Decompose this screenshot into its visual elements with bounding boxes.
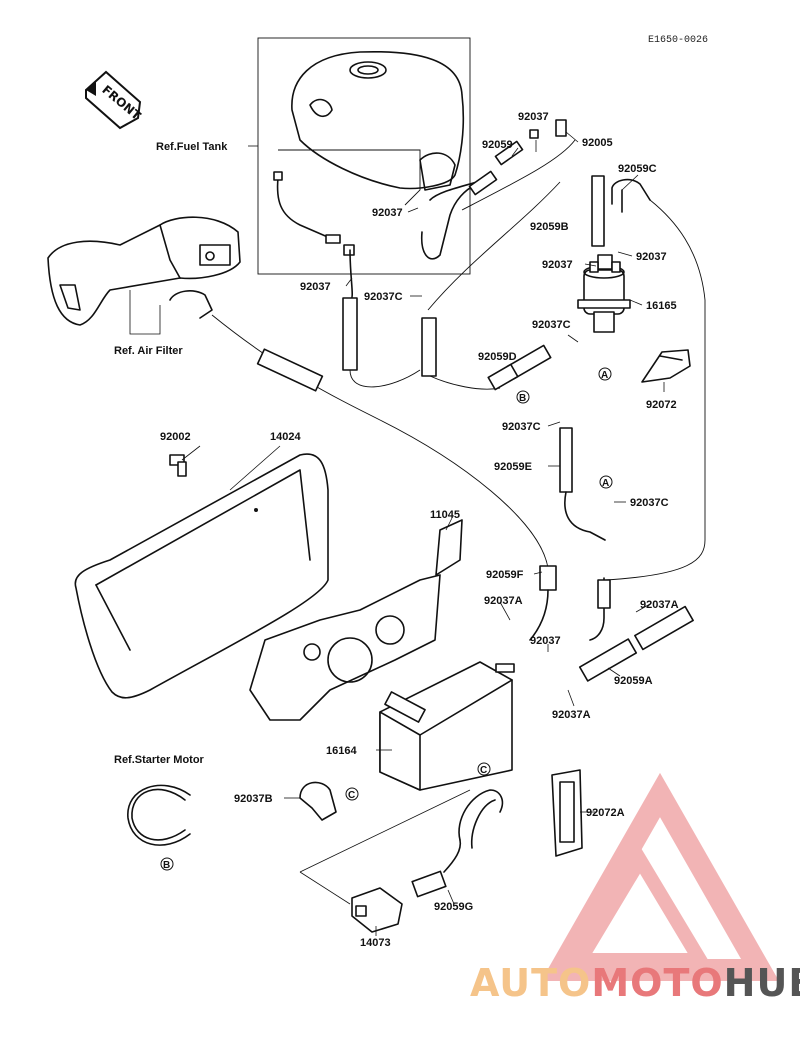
part-label: 92037C — [532, 319, 571, 331]
part-label: 92072A — [586, 807, 625, 819]
part-label: 16164 — [326, 745, 357, 757]
svg-text:AUTOMOTOHUB: AUTOMOTOHUB — [470, 961, 800, 1005]
part-label: 92037 — [372, 207, 403, 219]
air-filter-group — [47, 216, 241, 326]
callout-b: B — [163, 860, 170, 871]
starter-motor-ring — [127, 784, 191, 846]
part-label: 92059G — [434, 901, 473, 913]
connector-14073 — [351, 887, 403, 933]
bolt-92002 — [169, 454, 187, 477]
hose-lines — [211, 119, 706, 581]
hose-92059F — [529, 565, 611, 641]
watermark-wordmark: AUTOMOTOHUB — [470, 961, 800, 1005]
ref-air-filter-label: Ref. Air Filter — [114, 345, 183, 357]
ref-starter-motor-label: Ref.Starter Motor — [114, 754, 205, 766]
watermark-hub: HUB — [724, 961, 800, 1005]
hose-92059G — [411, 789, 504, 898]
watermark-moto: MOTO — [591, 961, 723, 1005]
part-label: 92072 — [646, 399, 677, 411]
bracket-11045 — [249, 519, 463, 721]
leader-lines — [181, 131, 665, 936]
part-label: 16165 — [646, 300, 677, 312]
watermark-logo — [541, 772, 779, 981]
part-label: 92037C — [630, 497, 669, 509]
part-label: 14073 — [360, 937, 391, 949]
tube-92059E — [559, 427, 606, 541]
part-label: 92002 — [160, 431, 191, 443]
ref-fuel-tank-label: Ref.Fuel Tank — [156, 141, 228, 153]
hose-92059A — [578, 605, 694, 682]
clamp-92072 — [641, 349, 691, 383]
watermark-auto: AUTO — [470, 961, 591, 1005]
part-label: 92059B — [530, 221, 569, 233]
part-label: 92037 — [542, 259, 573, 271]
part-label: 92059C — [618, 163, 657, 175]
part-label: 92037 — [636, 251, 667, 263]
part-label: 14024 — [270, 431, 301, 443]
callout-b: B — [519, 393, 526, 404]
part-label: 92059D — [478, 351, 517, 363]
front-arrow-icon: FRONT — [85, 70, 144, 130]
callout-c: C — [348, 790, 355, 801]
part-label: 92059E — [494, 461, 532, 473]
clamp-92037B — [299, 781, 337, 821]
callout-c: C — [480, 765, 487, 776]
part-label: 92059F — [486, 569, 524, 581]
part-label: 92037 — [530, 635, 561, 647]
housing-14024 — [74, 453, 329, 699]
callout-a: A — [601, 370, 608, 381]
part-label: 92005 — [582, 137, 613, 149]
canister-16164 — [379, 661, 515, 791]
part-label: 92037 — [300, 281, 331, 293]
callout-markers: A A B B C C — [160, 367, 613, 871]
part-label: 92037C — [502, 421, 541, 433]
part-label: 92037 — [518, 111, 549, 123]
fuel-tank-group — [257, 37, 471, 275]
diagram-code: E1650-0026 — [648, 35, 708, 46]
clamp-92072A — [551, 769, 583, 857]
part-label: 92037B — [234, 793, 273, 805]
part-label: 92037C — [364, 291, 403, 303]
callout-a: A — [602, 478, 609, 489]
part-labels: 92037 92005 92059 92059C 92037 92059B 92… — [160, 111, 679, 949]
part-label: 11045 — [430, 509, 460, 521]
part-label: 92059A — [614, 675, 653, 687]
part-label: 92059 — [482, 139, 513, 151]
part-label: 92037A — [552, 709, 591, 721]
fuel-filter-16165 — [577, 254, 631, 333]
part-label: 92037A — [484, 595, 523, 607]
part-label: 92037A — [640, 599, 679, 611]
